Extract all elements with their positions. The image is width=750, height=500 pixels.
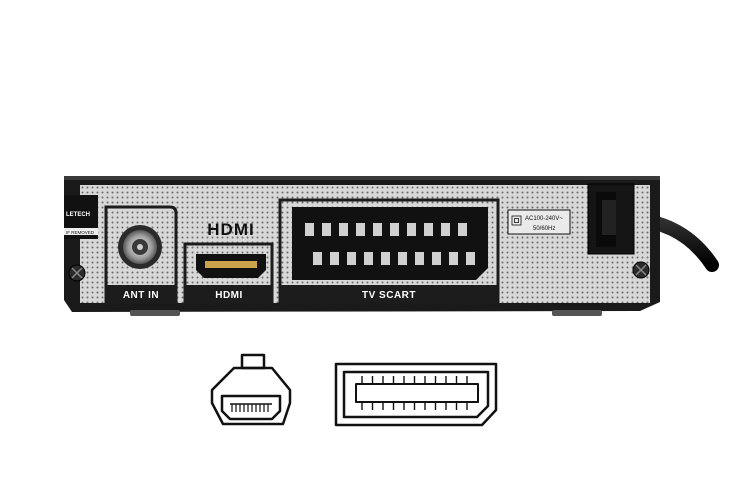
scart-pin (449, 252, 458, 265)
scart-pin (339, 223, 348, 236)
scart-pin (364, 252, 373, 265)
scart-pin (415, 252, 424, 265)
scart-pins (305, 223, 475, 265)
scart-pin (441, 223, 450, 236)
scart-pin (356, 223, 365, 236)
scart-pin (305, 223, 314, 236)
device-foot-right (552, 310, 602, 316)
screw-left (68, 264, 86, 282)
brand-sticker: LETECH IF REMOVED (64, 195, 98, 239)
hdmi-logo: HDMI (207, 220, 254, 239)
set-top-box: LETECH IF REMOVED ANT IN HDMI (64, 176, 660, 316)
scart-pin (373, 223, 382, 236)
scart-pin (424, 223, 433, 236)
hdmi-port: HDMI HDMI (183, 220, 274, 304)
scart-pin (381, 252, 390, 265)
power-inlet (587, 183, 635, 255)
tv-scart-label: TV SCART (362, 290, 416, 301)
sticker-text: IF REMOVED (66, 230, 95, 235)
scart-pin (432, 252, 441, 265)
ant-in-port: ANT IN (104, 205, 178, 304)
scart-pin (313, 252, 322, 265)
scart-pin (466, 252, 475, 265)
scart-pin (398, 252, 407, 265)
power-rating-line2: 50/60Hz (533, 226, 555, 232)
scart-pin (322, 223, 331, 236)
device-foot-left (130, 310, 180, 316)
scart-pin (330, 252, 339, 265)
ant-in-label: ANT IN (123, 290, 159, 301)
power-rating-line1: AC100-240V~ (525, 216, 563, 222)
screw-right (632, 261, 650, 279)
scart-pin (407, 223, 416, 236)
scart-pin (390, 223, 399, 236)
scart-pin (458, 223, 467, 236)
scart-connector-icon (334, 362, 498, 427)
hdmi-label: HDMI (215, 290, 243, 301)
hdmi-connector-icon (210, 353, 292, 426)
scart-pin (347, 252, 356, 265)
tv-scart-port: TV SCART (278, 198, 500, 304)
power-rating-box: AC100-240V~ 50/60Hz (507, 209, 571, 235)
brand-text: LETECH (66, 212, 90, 218)
